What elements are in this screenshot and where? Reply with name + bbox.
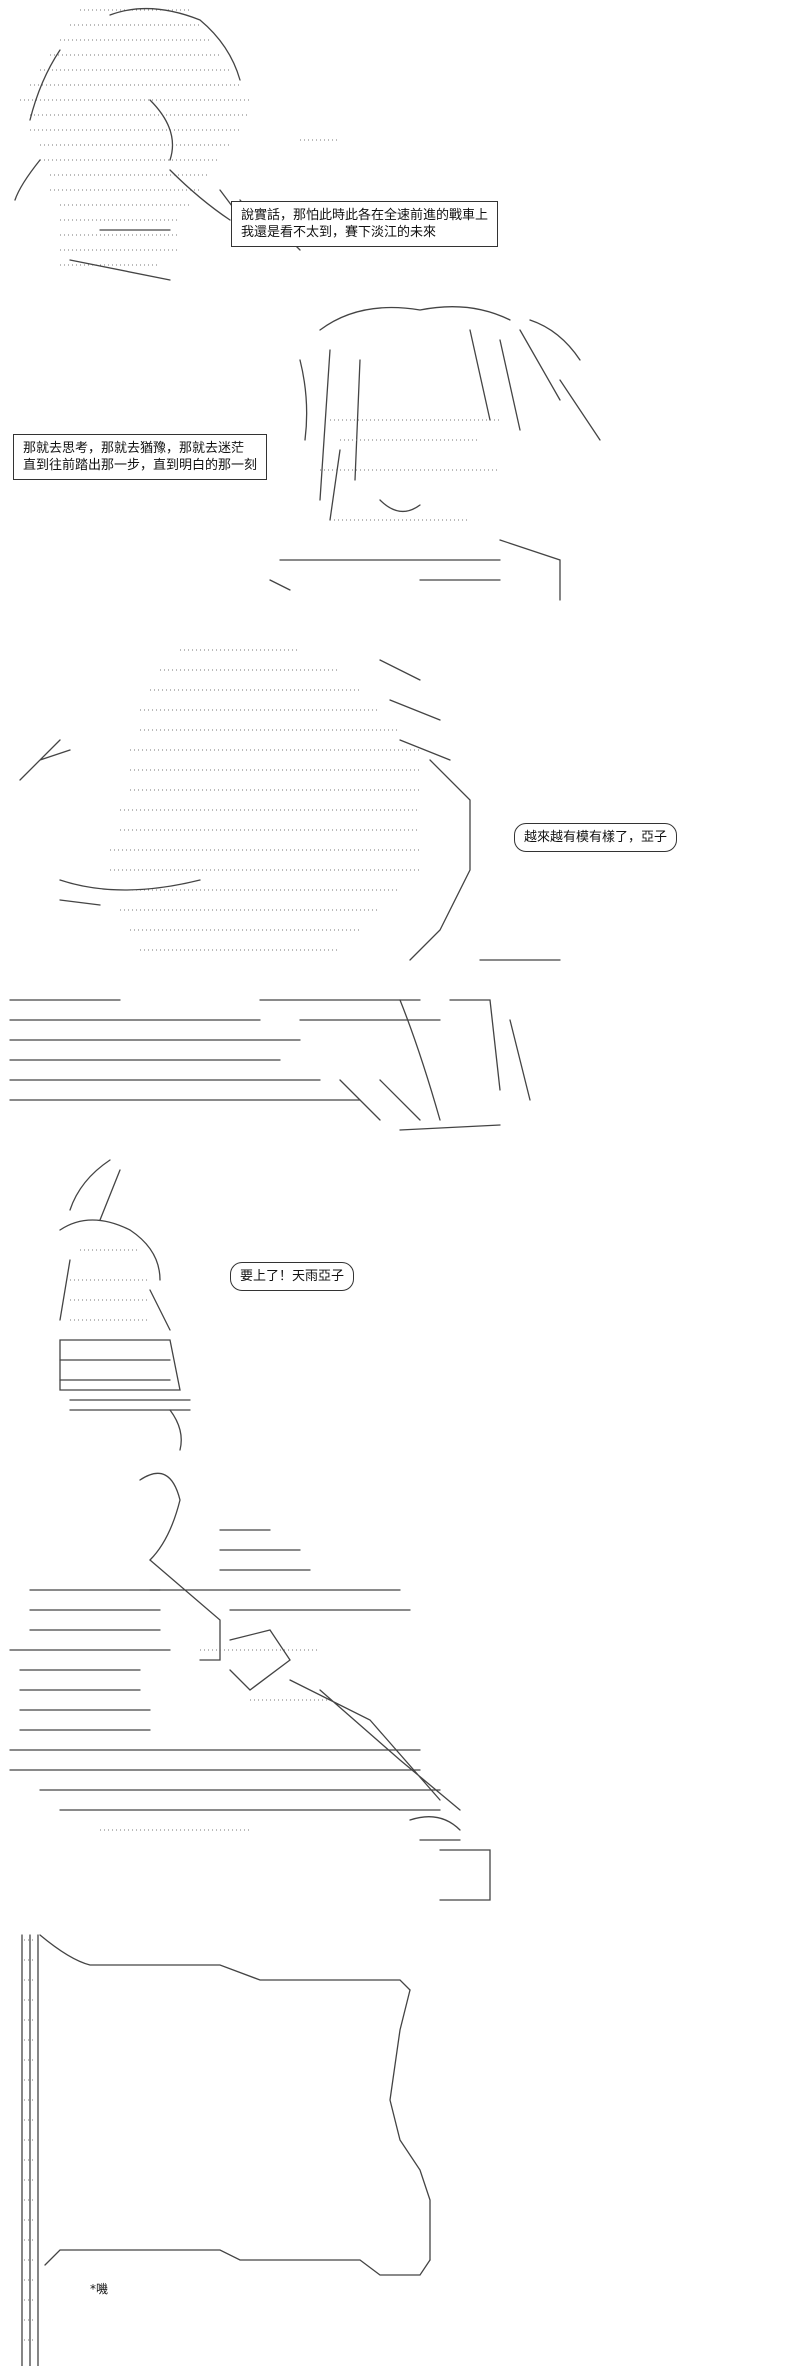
dialogue-line: 我還是看不太到，賽下淡江的未來 <box>241 225 437 240</box>
dialogue-line: 那就去思考，那就去猶豫，那就去迷茫 <box>23 441 245 456</box>
dialogue-bubble-1: 說實話，那怕此時此各在全速前進的戰車上 我還是看不太到，賽下淡江的未來 <box>231 201 499 247</box>
panel2-character-art <box>269 306 601 601</box>
panel6-frame-art <box>21 1934 431 2366</box>
panel1-character-art <box>14 7 340 281</box>
dialogue-bubble-3: 越來越有模有樣了，亞子 <box>514 823 678 852</box>
panel5-action-art <box>9 1472 491 1901</box>
panel4-character-art <box>59 1159 191 1451</box>
dialogue-line: 直到往前踏出那一步，直到明白的那一刻 <box>23 458 258 473</box>
panel3-character-art <box>9 649 561 1131</box>
sound-effect: *嘰 <box>90 2282 109 2296</box>
dialogue-line: 要上了！天雨亞子 <box>240 1269 345 1284</box>
dialogue-bubble-4: 要上了！天雨亞子 <box>230 1262 355 1291</box>
dialogue-line: 說實話，那怕此時此各在全速前進的戰車上 <box>241 208 489 223</box>
dialogue-line: 越來越有模有樣了，亞子 <box>524 830 668 845</box>
dialogue-bubble-2: 那就去思考，那就去猶豫，那就去迷茫 直到往前踏出那一步，直到明白的那一刻 <box>13 434 268 480</box>
